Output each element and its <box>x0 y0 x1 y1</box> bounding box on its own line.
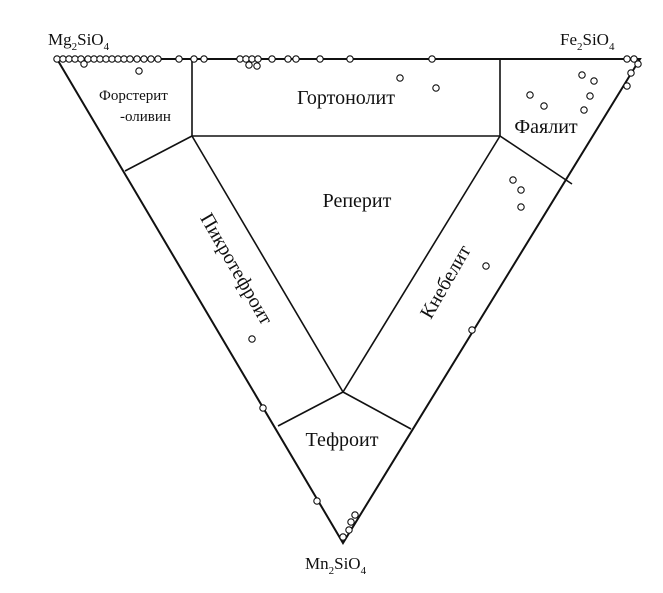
data-point <box>429 56 435 62</box>
data-point <box>85 56 91 62</box>
data-point <box>293 56 299 62</box>
data-point <box>127 56 133 62</box>
data-point <box>237 56 243 62</box>
data-point <box>97 56 103 62</box>
data-point <box>115 56 121 62</box>
data-point <box>60 56 66 62</box>
boundary-knebelite-tephroite <box>343 392 411 429</box>
data-point <box>249 336 255 342</box>
data-point <box>483 263 489 269</box>
data-point <box>148 56 154 62</box>
data-point <box>397 75 403 81</box>
vertex-label-mn2sio4: Mn2SiO4 <box>305 554 367 577</box>
data-point <box>587 93 593 99</box>
data-point <box>176 56 182 62</box>
data-point <box>72 56 78 62</box>
data-point <box>134 56 140 62</box>
data-point <box>347 56 353 62</box>
data-point <box>103 56 109 62</box>
data-point <box>54 56 60 62</box>
field-label-hortonolite: Гортонолит <box>297 87 395 109</box>
data-point <box>249 56 255 62</box>
data-point <box>141 56 147 62</box>
field-label-forsterite-line1: Форстерит <box>99 88 168 104</box>
boundary-forsterite-picrotephroite <box>125 136 192 171</box>
field-boundaries <box>125 59 572 429</box>
data-point <box>510 177 516 183</box>
field-label-forsterite-line2: -оливин <box>120 109 171 125</box>
data-point <box>269 56 275 62</box>
data-point <box>635 61 641 67</box>
field-label-reperite: Реперит <box>323 190 392 212</box>
data-point <box>469 327 475 333</box>
data-point <box>518 204 524 210</box>
data-point <box>352 512 358 518</box>
vertex-label-mg2sio4: Mg2SiO4 <box>48 30 110 53</box>
data-point <box>243 56 249 62</box>
data-point <box>346 527 352 533</box>
data-point <box>518 187 524 193</box>
data-point <box>340 534 346 540</box>
data-point <box>624 83 630 89</box>
data-point <box>541 103 547 109</box>
field-label-knebelite: Кнебелит <box>416 241 476 322</box>
data-point <box>260 405 266 411</box>
boundary-fayalite-knebelite <box>500 136 572 184</box>
boundary-picrotephroite-reperite <box>192 136 343 392</box>
data-point <box>254 63 260 69</box>
data-point <box>579 72 585 78</box>
data-point <box>581 107 587 113</box>
data-point <box>109 56 115 62</box>
data-point <box>433 85 439 91</box>
data-point <box>591 78 597 84</box>
data-point <box>201 56 207 62</box>
data-point <box>348 519 354 525</box>
field-label-tephroite: Тефроит <box>306 429 379 451</box>
data-point <box>317 56 323 62</box>
data-point <box>314 498 320 504</box>
data-point <box>628 70 634 76</box>
vertex-label-fe2sio4: Fe2SiO4 <box>560 30 615 53</box>
data-point <box>136 68 142 74</box>
boundary-picrotephroite-tephroite <box>278 392 343 426</box>
data-point <box>285 56 291 62</box>
field-label-picrotephroite: Пикротефроит <box>195 209 277 328</box>
data-point <box>91 56 97 62</box>
data-point <box>527 92 533 98</box>
boundary-knebelite-reperite <box>343 136 500 392</box>
data-point <box>66 56 72 62</box>
data-point <box>624 56 630 62</box>
data-point <box>255 56 261 62</box>
field-label-fayalite: Фаялит <box>514 116 578 138</box>
data-point <box>121 56 127 62</box>
data-point <box>246 62 252 68</box>
data-point <box>191 56 197 62</box>
data-point <box>155 56 161 62</box>
